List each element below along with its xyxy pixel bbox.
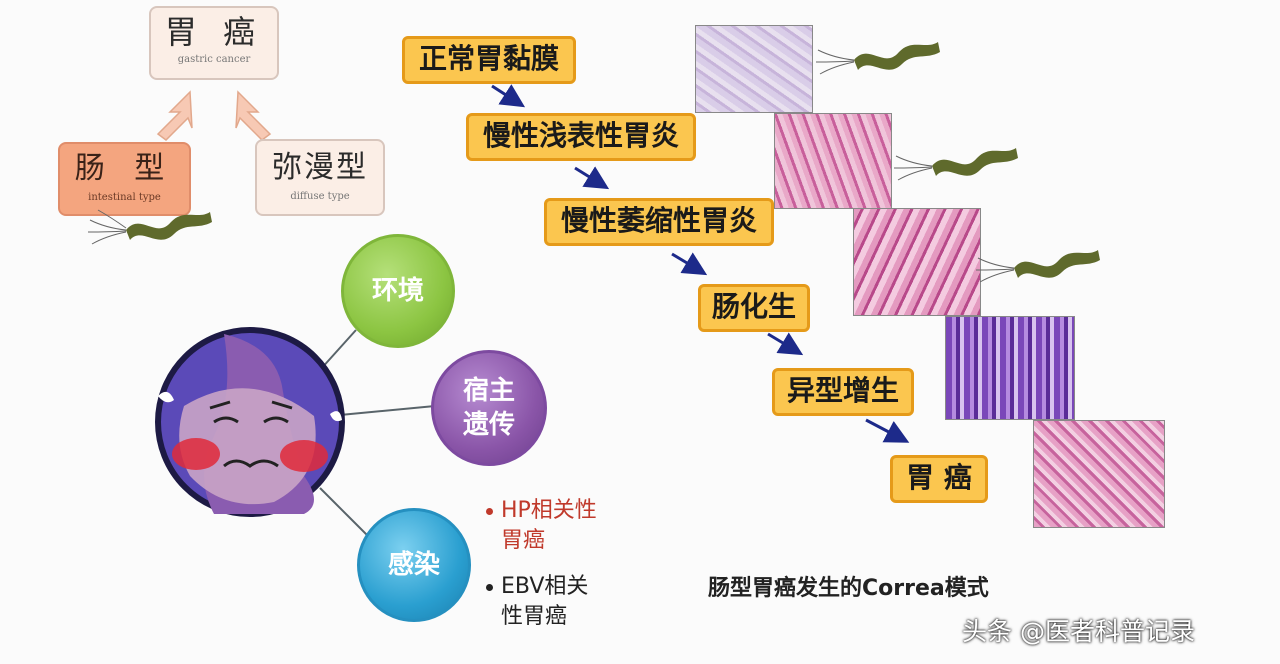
factor-environment-circle: 环境 bbox=[341, 234, 455, 348]
infection-type-ebv: EBV相关 性胃癌 bbox=[486, 572, 597, 632]
correa-arrow-2 bbox=[575, 168, 604, 186]
factor-host-label-line1: 宿主 bbox=[463, 374, 515, 408]
step-intestinal-metaplasia: 肠化生 bbox=[698, 284, 810, 332]
bacterium-icon-1 bbox=[814, 30, 944, 86]
histology-image-superficial bbox=[774, 113, 892, 209]
histology-image-atrophic bbox=[853, 208, 981, 316]
histology-image-metaplasia bbox=[945, 316, 1075, 420]
infection-type-list: HP相关性 胃癌 EBV相关 性胃癌 bbox=[486, 496, 597, 632]
infection-type-hp-line2: 胃癌 bbox=[486, 528, 545, 553]
histology-image-cancer bbox=[1033, 420, 1165, 528]
step-chronic-atrophic-gastritis: 慢性萎缩性胃炎 bbox=[544, 198, 774, 246]
factor-host-genetics-circle: 宿主 遗传 bbox=[431, 350, 547, 466]
factor-environment-label: 环境 bbox=[372, 274, 424, 308]
infection-type-ebv-line2: 性胃癌 bbox=[486, 604, 567, 629]
bacterium-icon-2 bbox=[892, 136, 1022, 192]
bullet-dot-icon bbox=[486, 508, 493, 515]
step-gastric-cancer: 胃 癌 bbox=[890, 455, 988, 503]
correa-arrow-4 bbox=[768, 334, 798, 352]
correa-arrow-5 bbox=[866, 420, 904, 440]
distressed-face-illustration bbox=[154, 326, 346, 518]
source-watermark: 头条 @医者科普记录 bbox=[962, 612, 1195, 648]
correa-arrow-3 bbox=[672, 254, 702, 272]
step-dysplasia: 异型增生 bbox=[772, 368, 914, 416]
step-chronic-superficial-gastritis: 慢性浅表性胃炎 bbox=[466, 113, 696, 161]
step-normal-mucosa: 正常胃黏膜 bbox=[402, 36, 576, 84]
factor-infection-circle: 感染 bbox=[357, 508, 471, 622]
factor-infection-label: 感染 bbox=[388, 548, 440, 582]
correa-arrow-1 bbox=[492, 86, 520, 104]
histology-image-normal bbox=[695, 25, 813, 113]
correa-model-caption: 肠型胃癌发生的Correa模式 bbox=[708, 570, 989, 602]
connector-host bbox=[340, 406, 435, 415]
infection-type-ebv-line1: EBV相关 bbox=[501, 574, 588, 599]
bacterium-icon-3 bbox=[974, 238, 1104, 294]
infection-type-hp-line1: HP相关性 bbox=[501, 498, 597, 523]
bullet-dot-icon bbox=[486, 584, 493, 591]
factor-host-label-line2: 遗传 bbox=[463, 408, 515, 442]
infection-type-hp: HP相关性 胃癌 bbox=[486, 496, 597, 556]
